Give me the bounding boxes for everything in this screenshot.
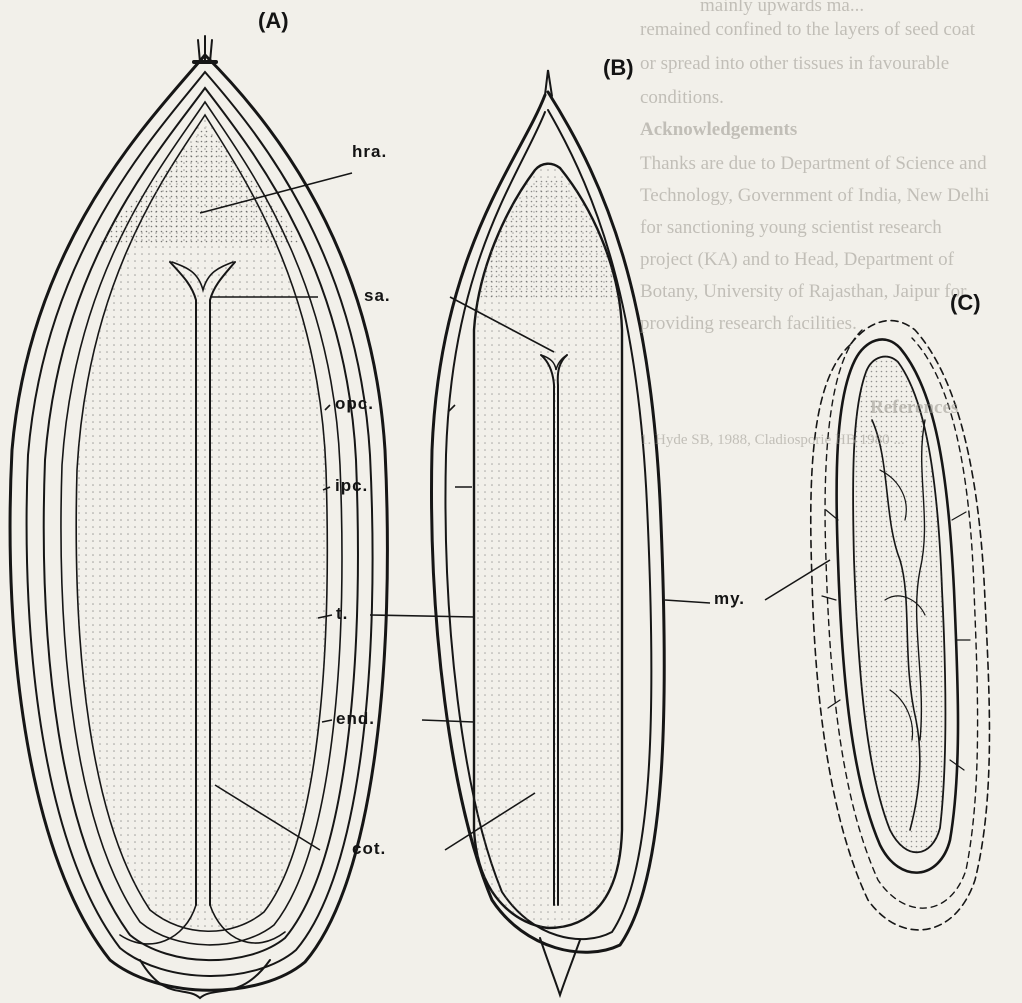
bg-line: Technology, Government of India, New Del… [640,184,989,208]
bg-line: for sanctioning young scientist research [640,216,942,240]
bg-line: or spread into other tissues in favourab… [640,52,949,76]
label-end: end. [336,709,375,729]
label-opc: opc. [335,394,374,414]
bg-line: remained confined to the layers of seed … [640,18,975,42]
bg-line: Botany, University of Rajasthan, Jaipur … [640,280,966,304]
seed-a-drawing [10,36,387,998]
bg-line: conditions. [640,86,724,110]
label-my: my. [714,589,745,609]
bg-heading: References [870,396,958,420]
label-sa: sa. [364,286,391,306]
label-t: t. [336,604,348,624]
panel-label-c: (C) [950,290,981,316]
label-cot: cot. [352,839,386,859]
bg-heading: Acknowledgements [640,118,797,142]
label-hra: hra. [352,142,387,162]
seed-b-drawing [432,70,665,995]
bg-line: providing research facilities. [640,312,857,336]
panel-label-a: (A) [258,8,289,34]
label-ipc: ipc. [335,476,368,496]
bg-line: Thanks are due to Department of Science … [640,152,987,176]
panel-label-b: (B) [603,55,634,81]
bg-line: mainly upwards ma... [700,0,864,18]
bg-line: project (KA) and to Head, Department of [640,248,954,272]
bg-line: 1. Hyde SB, 1988, Cladiosporie HB 1980 .… [640,428,905,452]
